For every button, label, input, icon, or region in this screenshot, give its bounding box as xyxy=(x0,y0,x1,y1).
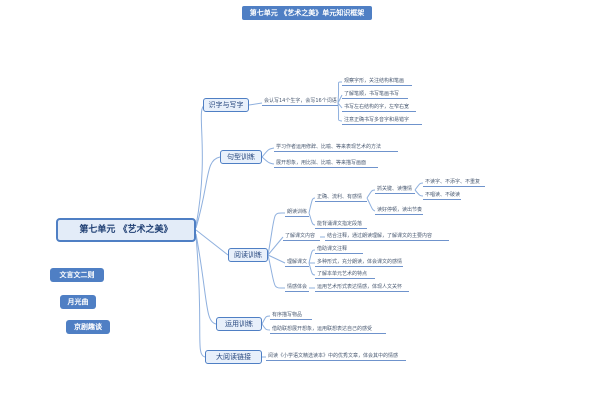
connector-b4-leaves xyxy=(261,315,271,331)
branch-juxing-xunlian[interactable]: 句型训练 xyxy=(220,150,262,164)
side-button-wenyanwen[interactable]: 文言文二则 xyxy=(50,268,104,282)
connector-b3-children xyxy=(267,212,286,289)
connector-root-b4 xyxy=(195,233,217,325)
leaf-b3-c2: 多种形式，充分朗读，体会课文的感情 xyxy=(315,259,403,267)
leaf-b3-b1: 结合注释，通过朗读理解，了解课文的主要内容 xyxy=(325,231,449,241)
leaf-b1-main: 会认写14个生字，会写16个词语 xyxy=(262,98,338,106)
side-button-yueguangqu[interactable]: 月光曲 xyxy=(60,295,96,309)
connector-b3-a1 xyxy=(366,189,376,212)
connector-root-b5 xyxy=(195,235,206,358)
root-node[interactable]: 第七单元 《艺术之美》 xyxy=(56,218,196,242)
leaf-b3-d1: 运用艺术形式表达情感，体现人文关怀 xyxy=(315,282,409,292)
leaf-b3-c3: 了解本单元艺术的特点 xyxy=(315,269,375,279)
connector-b2-leaves xyxy=(261,147,275,165)
connector-b1-main xyxy=(248,102,263,106)
connector-b1-leaves xyxy=(337,81,343,122)
side-button-jingju[interactable]: 京剧趣谈 xyxy=(66,320,110,334)
leaf-b1-1: 观察字形，关注结构和笔画 xyxy=(342,76,412,86)
leaf-b3-a1a1: 不读字、不添字、不重复 xyxy=(423,177,485,187)
diagram-title: 第七单元 《艺术之美》单元知识框架 xyxy=(242,6,372,20)
connector-root-b1 xyxy=(195,104,206,227)
leaf-b2-1: 学习作者运用修辞、比喻、等来表现艺术的方法 xyxy=(274,142,398,152)
leaf-b3-a1: 正确、流利、有感情 xyxy=(315,192,367,202)
leaf-b1-2: 了解笔顺，书写笔画书写 xyxy=(342,89,408,99)
branch-dayuedu-lianjie[interactable]: 大阅读链接 xyxy=(205,350,262,364)
branch-shizi-xiezi[interactable]: 识字与写字 xyxy=(203,98,249,112)
leaf-b2-2: 展开想象，用比拟、比喻、等来描写画面 xyxy=(274,158,378,168)
leaf-b1-3: 书写左右结构的字，左窄右宽 xyxy=(342,102,416,112)
leaf-b3-lijie: 理解课文 xyxy=(285,259,309,267)
leaf-b1-4: 注意正确书写多音字和易错字 xyxy=(342,115,422,125)
leaf-b3-neirong: 了解课文内容 xyxy=(283,231,320,241)
leaf-b3-a1a: 抓关键、读懂情 xyxy=(375,184,415,194)
connector-b3-c xyxy=(308,249,316,276)
leaf-b3-langdu: 朗读训练 xyxy=(285,209,309,217)
leaf-b3-a2: 能背诵课文指定段落 xyxy=(315,219,367,229)
connector-root-b2 xyxy=(195,156,221,229)
connector-b3-a1a xyxy=(414,182,424,197)
leaf-b3-qinggan: 情感体会 xyxy=(285,284,309,292)
leaf-b3-c1: 借助课文注释 xyxy=(315,244,363,254)
connector-b3-a xyxy=(308,197,316,226)
leaf-b4-1: 有序描写物品 xyxy=(270,310,312,320)
leaf-b5-1: 阅读《小学语文精选读本》中的优秀文章，体会其中的情感 xyxy=(266,351,406,361)
leaf-b4-2: 借助联想展开想象，运用联想表达自己的感受 xyxy=(270,324,386,334)
branch-yunyong-xunlian[interactable]: 运用训练 xyxy=(216,317,262,331)
leaf-b3-a1a2: 不唱读、不破读 xyxy=(423,192,461,200)
branch-yuedu-xunlian[interactable]: 阅读训练 xyxy=(228,248,268,262)
leaf-b3-a1b: 读好停顿，读出节奏 xyxy=(375,207,423,215)
connector-root-b3 xyxy=(195,229,229,256)
